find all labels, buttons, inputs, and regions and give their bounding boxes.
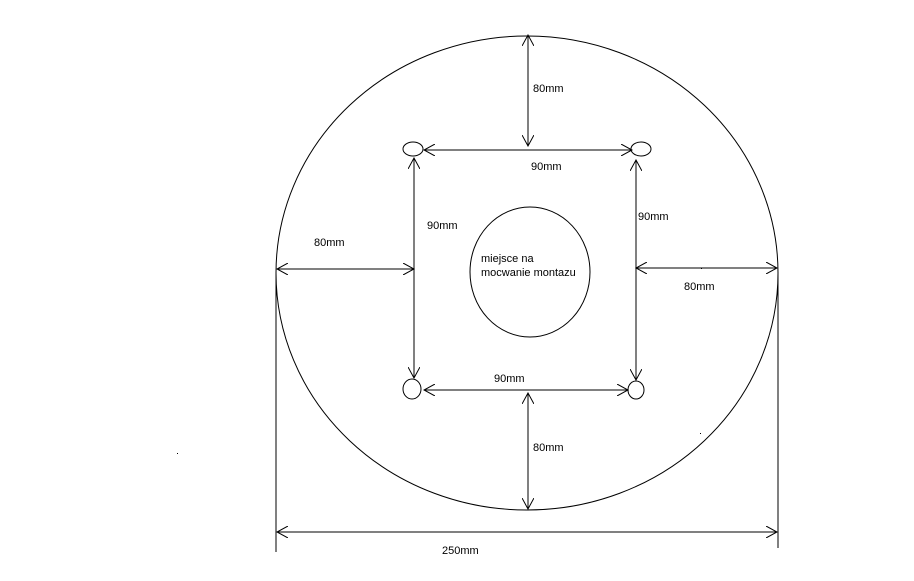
stray-dot-left xyxy=(177,453,178,454)
stray-dot-right xyxy=(700,433,701,434)
hole-bottom-right xyxy=(627,380,645,400)
label-bottom-span: 90mm xyxy=(494,373,525,385)
hole-top-right xyxy=(630,141,652,157)
label-center-line1: miejsce na xyxy=(481,253,534,265)
mounting-area-circle xyxy=(469,206,591,338)
label-top-span: 90mm xyxy=(531,161,562,173)
stray-dot-mid xyxy=(701,268,702,269)
hole-top-left xyxy=(402,141,424,157)
label-right-span: 90mm xyxy=(638,211,669,223)
label-diameter: 250mm xyxy=(442,545,479,557)
label-left-span: 90mm xyxy=(427,220,458,232)
hole-bottom-left xyxy=(402,378,422,400)
label-center-line2: mocwanie montazu xyxy=(481,267,576,279)
label-right-edge: 80mm xyxy=(684,281,715,293)
label-left-edge: 80mm xyxy=(314,237,345,249)
label-top-edge: 80mm xyxy=(533,83,564,95)
label-bottom-edge: 80mm xyxy=(533,442,564,454)
